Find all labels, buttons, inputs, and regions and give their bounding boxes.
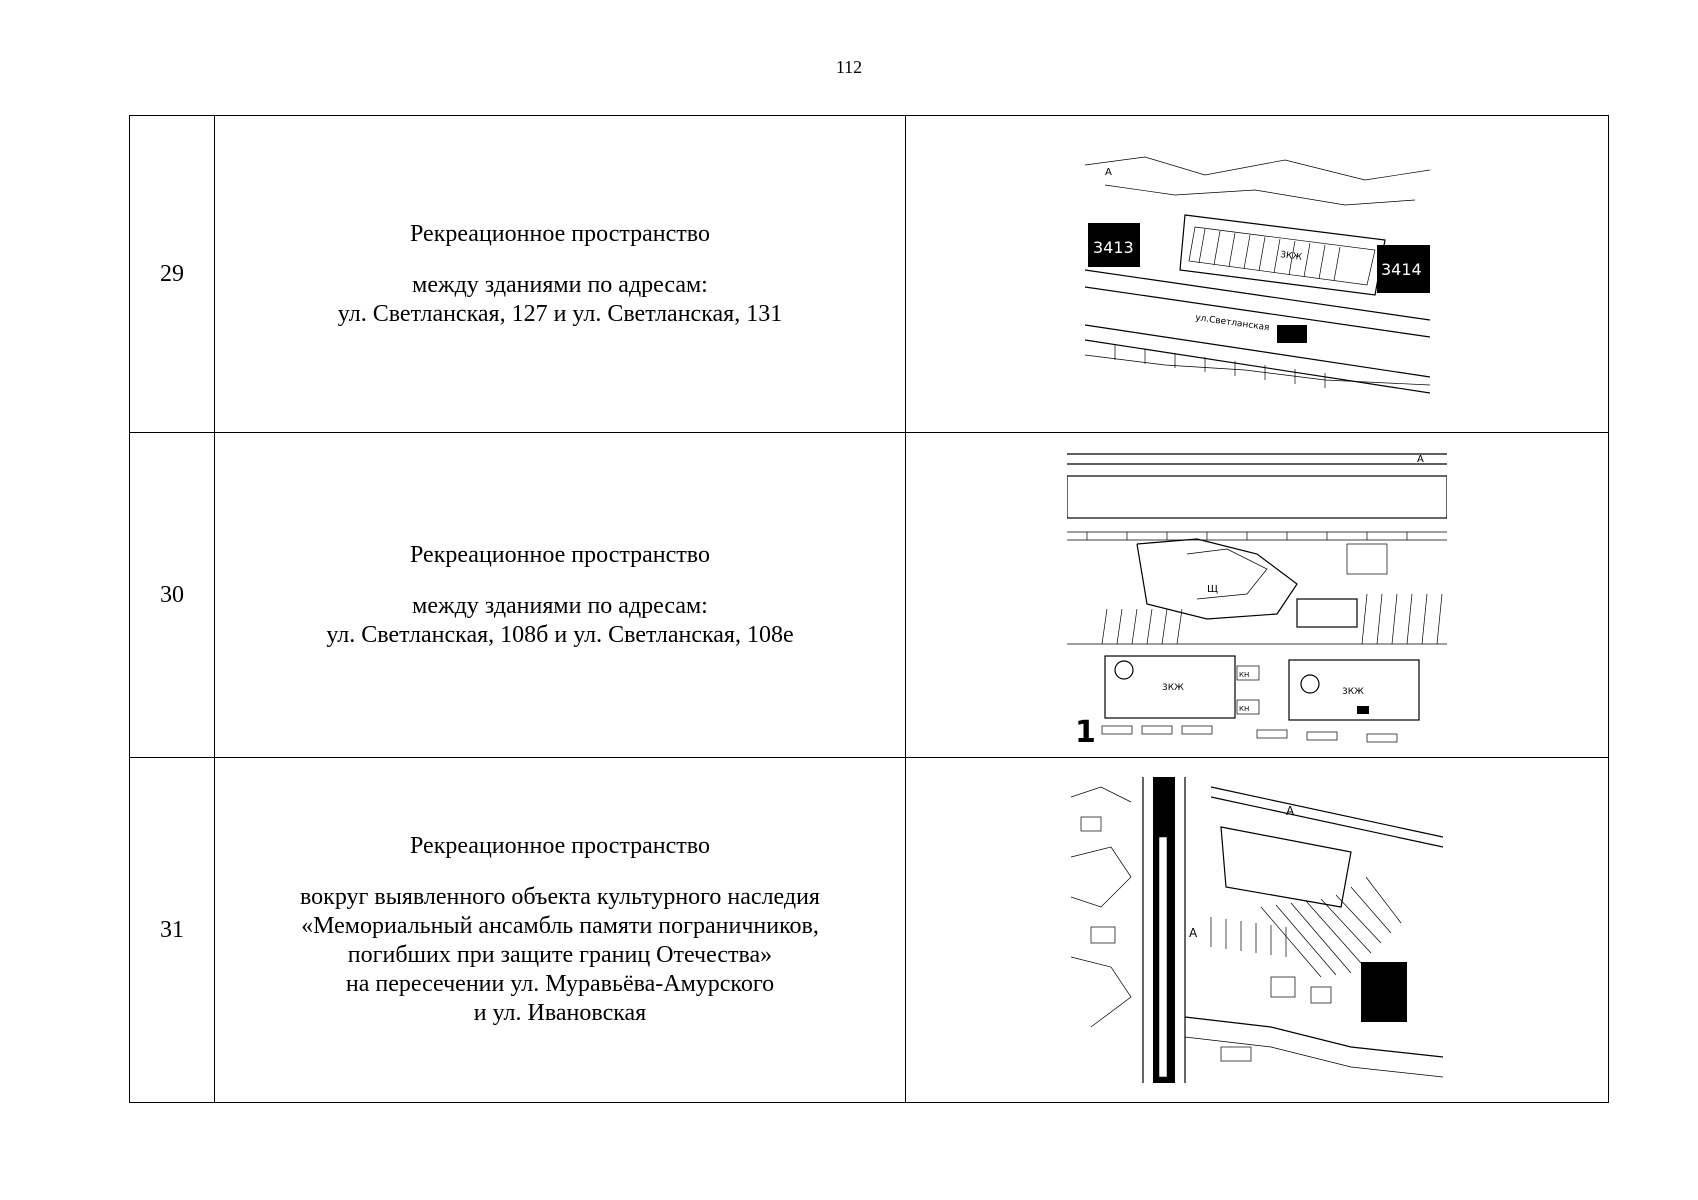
table-row: 30 Рекреационное пространство между здан…: [129, 432, 1609, 758]
site-plan-map: 3413 3414 ул.Светланская 3КЖ А: [1084, 145, 1430, 403]
row-title: Рекреационное пространство: [410, 220, 710, 247]
page-number: 112: [835, 57, 863, 77]
row-line: погибших при защите границ Отечества»: [347, 942, 773, 968]
row-description: Рекреационное пространство вокруг выявле…: [214, 757, 906, 1103]
map-label: Щ: [1207, 584, 1218, 595]
map-label: КН: [1239, 671, 1249, 679]
row-line: вокруг выявленного объекта культурного н…: [300, 884, 820, 910]
row-description: Рекреационное пространство между зданиям…: [214, 432, 906, 758]
map-label: 3КЖ: [1342, 687, 1364, 697]
map-label: А: [1105, 167, 1112, 178]
row-map-cell: А А: [905, 757, 1609, 1103]
row-line: и ул. Ивановская: [473, 1000, 647, 1026]
map-label: А: [1286, 804, 1295, 818]
row-map-cell: 3413 3414 ул.Светланская 3КЖ А: [905, 115, 1609, 433]
objects-table: 29 Рекреационное пространство между здан…: [129, 115, 1609, 1103]
map-label: 3414: [1381, 260, 1422, 279]
row-line: «Мемориальный ансамбль памяти погранични…: [301, 913, 819, 939]
table-row: 29 Рекреационное пространство между здан…: [129, 115, 1609, 433]
map-label: 3КЖ: [1279, 250, 1302, 263]
row-line: между зданиями по адресам:: [412, 271, 708, 298]
row-title: Рекреационное пространство: [410, 541, 710, 568]
map-label: А: [1189, 926, 1198, 940]
row-number: 31: [129, 757, 215, 1103]
map-label: А: [1417, 454, 1424, 465]
row-map-cell: 3КЖ 3КЖ КН КН Щ А 1: [905, 432, 1609, 758]
row-number: 30: [129, 432, 215, 758]
map-label: 1: [1075, 715, 1096, 746]
site-plan-map: А А: [1071, 777, 1443, 1083]
row-line: на пересечении ул. Муравьёва-Амурского: [345, 971, 775, 997]
row-line: между зданиями по адресам:: [412, 592, 708, 619]
row-line: ул. Светланская, 127 и ул. Светланская, …: [337, 300, 783, 327]
map-label: КН: [1239, 705, 1249, 713]
row-description: Рекреационное пространство между зданиям…: [214, 115, 906, 433]
row-title: Рекреационное пространство: [410, 833, 710, 859]
row-line: ул. Светланская, 108б и ул. Светланская,…: [326, 621, 794, 648]
row-number: 29: [129, 115, 215, 433]
map-label: 3КЖ: [1162, 683, 1184, 693]
table-row: 31 Рекреационное пространство вокруг выя…: [129, 757, 1609, 1103]
site-plan-map: 3КЖ 3КЖ КН КН Щ А 1: [1067, 444, 1447, 746]
map-label: 3413: [1093, 238, 1134, 257]
